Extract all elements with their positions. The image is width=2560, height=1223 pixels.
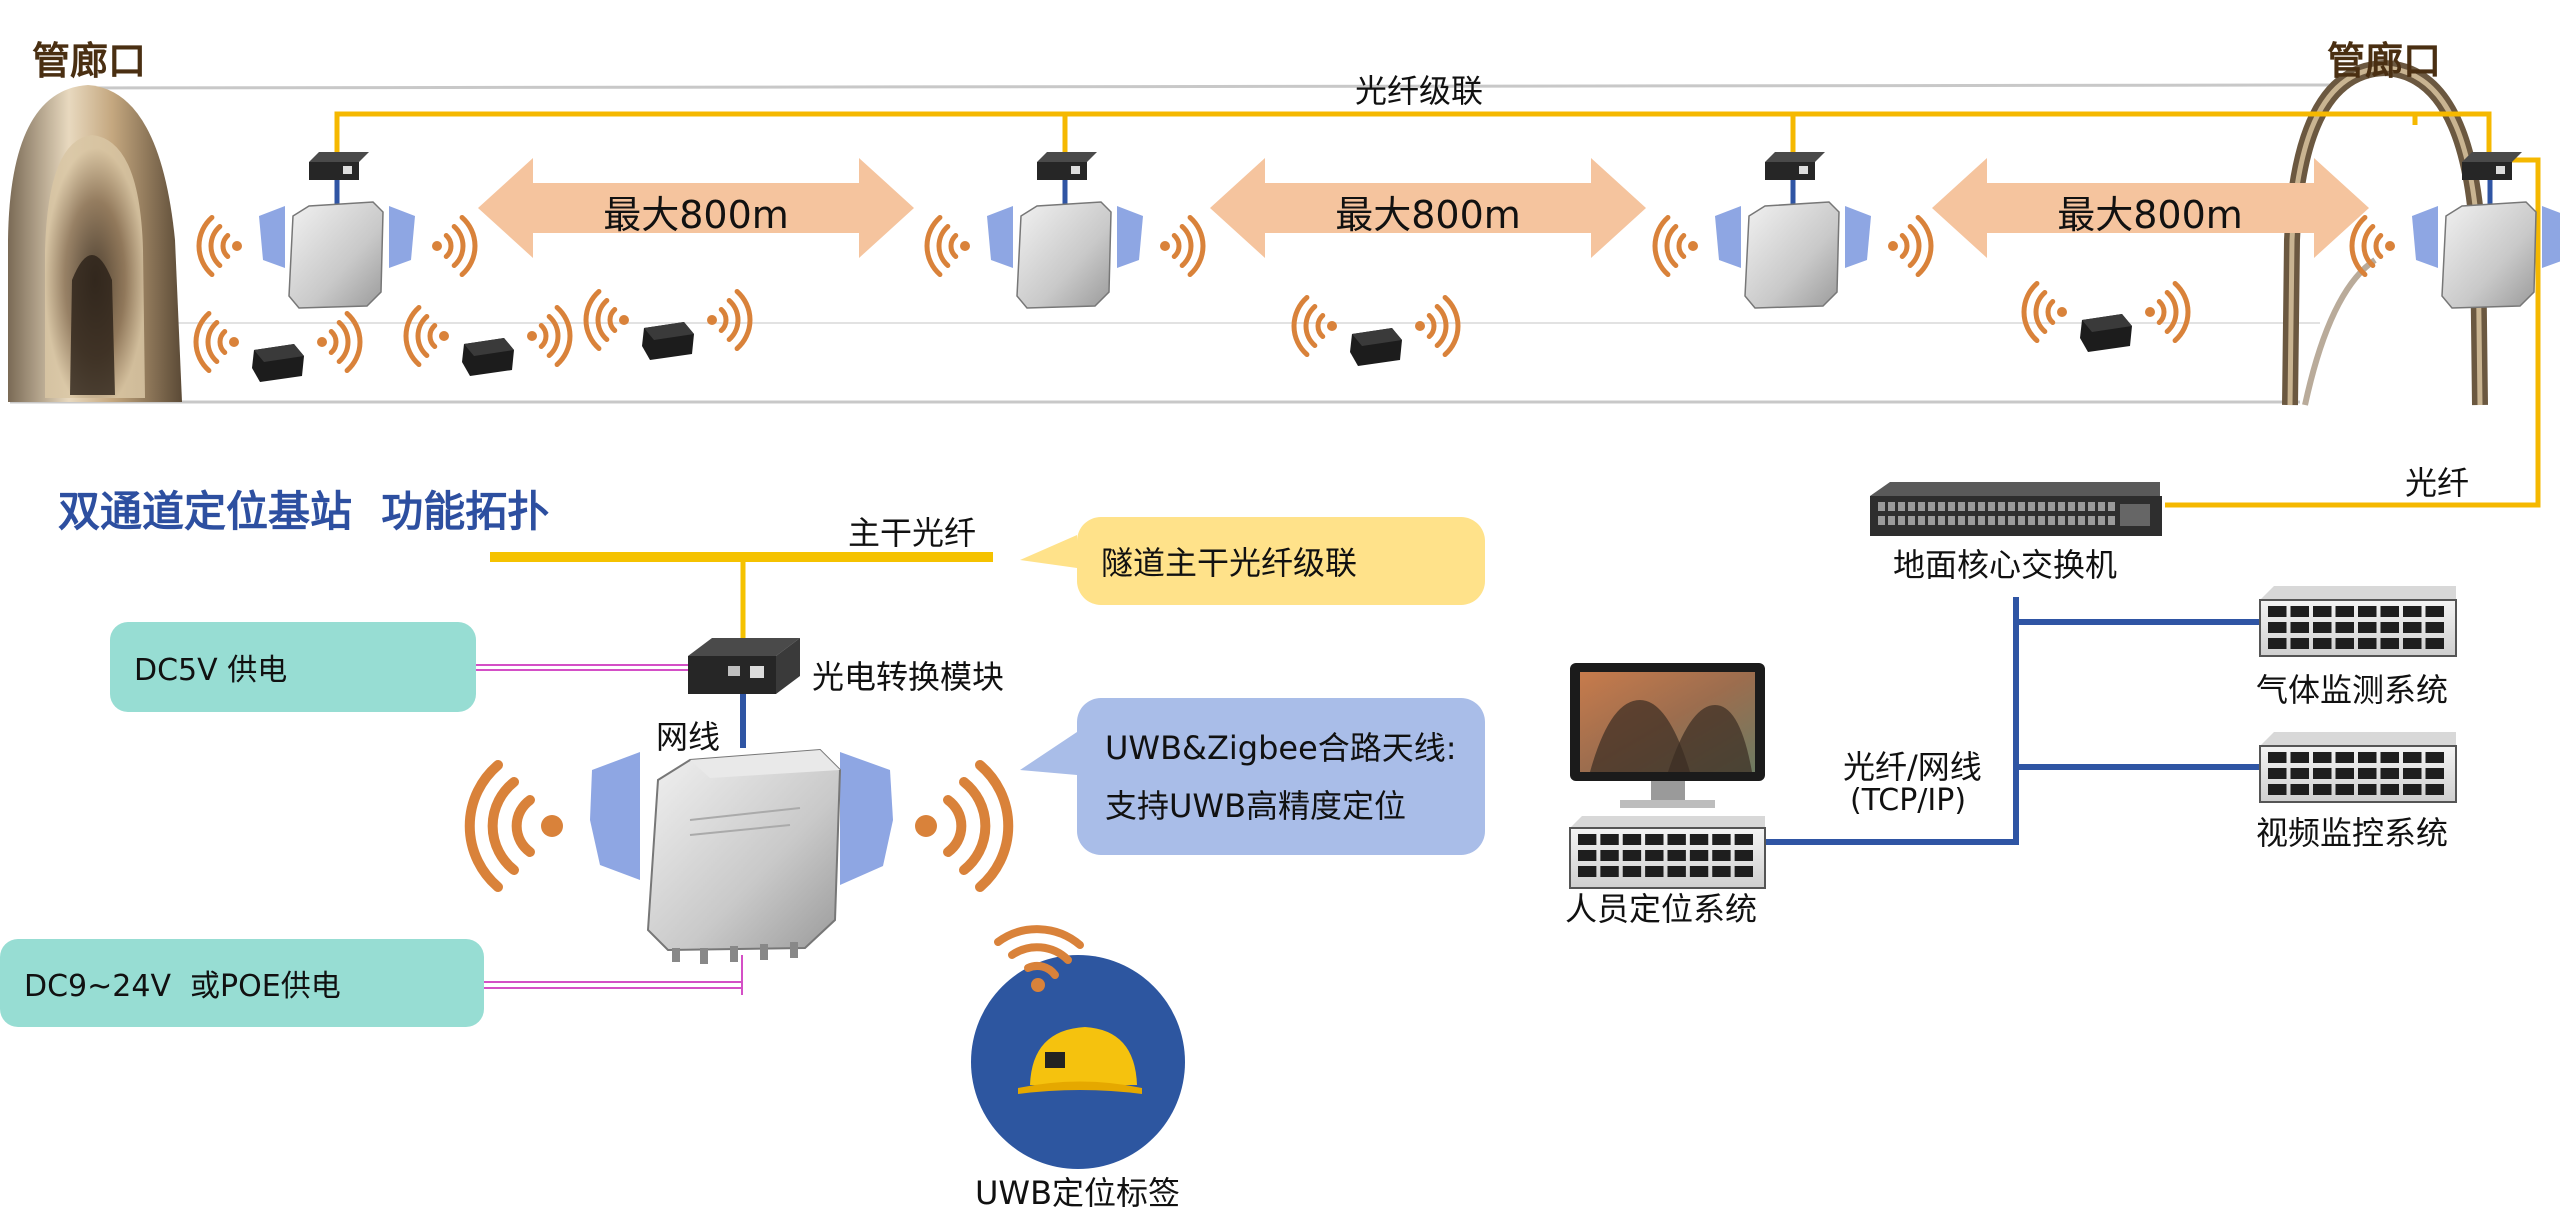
core-switch-device bbox=[1870, 482, 2162, 536]
gas-monitor-server bbox=[2259, 586, 2457, 657]
tunnel-cascade-callout: 隧道主干光纤级联 bbox=[1077, 517, 1485, 605]
fiber-link-label: 光纤 bbox=[2405, 464, 2470, 502]
trunk-fiber-line bbox=[490, 552, 993, 640]
base-station-large bbox=[590, 748, 893, 964]
uwb-tag-top-5 bbox=[2021, 280, 2191, 352]
callout-tail-blue bbox=[1020, 732, 1077, 775]
base-station-top-2 bbox=[924, 152, 1206, 309]
topology-title: 双通道定位基站 功能拓扑 bbox=[58, 487, 550, 536]
oe-converter-device bbox=[688, 638, 800, 694]
uwb-tag-top-4 bbox=[1291, 294, 1461, 366]
uwb-tag-top-3 bbox=[583, 288, 753, 360]
dc5v-label: DC5V 供电 bbox=[134, 653, 288, 688]
uwb-tag-helmet-image bbox=[971, 925, 1185, 1169]
power-lines bbox=[476, 664, 743, 995]
distance-label-2: 最大800m bbox=[1335, 193, 1521, 237]
dc24v-power-box: DC9~24V 或POE供电 bbox=[0, 939, 484, 1027]
distance-label-1: 最大800m bbox=[603, 193, 789, 237]
fiber-cascade-label: 光纤级联 bbox=[1355, 72, 1484, 110]
antenna-callout-line1: UWB&Zigbee合路天线: bbox=[1105, 728, 1457, 767]
fiber-network-label: 光纤/网线 bbox=[1843, 748, 1982, 786]
personnel-system-computer bbox=[1569, 663, 1766, 889]
antenna-callout-line2: 支持UWB高精度定位 bbox=[1105, 786, 1407, 825]
tunnel-entrance-left-image bbox=[8, 85, 182, 402]
gallery-entrance-right-label: 管廊口 bbox=[2327, 39, 2442, 83]
uwb-tag-label: UWB定位标签 bbox=[975, 1174, 1181, 1212]
gallery-entrance-left-label: 管廊口 bbox=[32, 39, 147, 83]
base-station-top-4 bbox=[2349, 152, 2560, 309]
oe-module-label: 光电转换模块 bbox=[812, 658, 1005, 696]
core-switch-label: 地面核心交换机 bbox=[1893, 546, 2118, 584]
network-cable-label: 网线 bbox=[656, 718, 721, 756]
antenna-callout: UWB&Zigbee合路天线: 支持UWB高精度定位 bbox=[1077, 698, 1485, 855]
distance-label-3: 最大800m bbox=[2057, 193, 2243, 237]
distance-arrows bbox=[478, 158, 2369, 258]
callout-tail-yellow bbox=[1020, 535, 1077, 568]
base-station-top-3 bbox=[1652, 152, 1934, 309]
trunk-fiber-label: 主干光纤 bbox=[848, 514, 977, 552]
gas-system-label: 气体监测系统 bbox=[2256, 671, 2449, 709]
dc24v-label: DC9~24V 或POE供电 bbox=[24, 969, 341, 1004]
personnel-system-label: 人员定位系统 bbox=[1565, 890, 1758, 928]
uwb-tag-top-2 bbox=[403, 304, 573, 376]
tunnel-outline bbox=[10, 83, 2331, 404]
tunnel-cascade-text: 隧道主干光纤级联 bbox=[1101, 544, 1358, 582]
signal-waves-large bbox=[464, 760, 1014, 892]
base-station-top-1 bbox=[196, 152, 478, 309]
network-lines bbox=[1765, 597, 2260, 845]
tcpip-label: (TCP/IP) bbox=[1850, 783, 1967, 818]
dc5v-power-box: DC5V 供电 bbox=[110, 622, 476, 712]
uwb-tag-top-1 bbox=[193, 310, 363, 382]
video-system-label: 视频监控系统 bbox=[2256, 814, 2449, 852]
video-monitor-server bbox=[2259, 732, 2457, 803]
